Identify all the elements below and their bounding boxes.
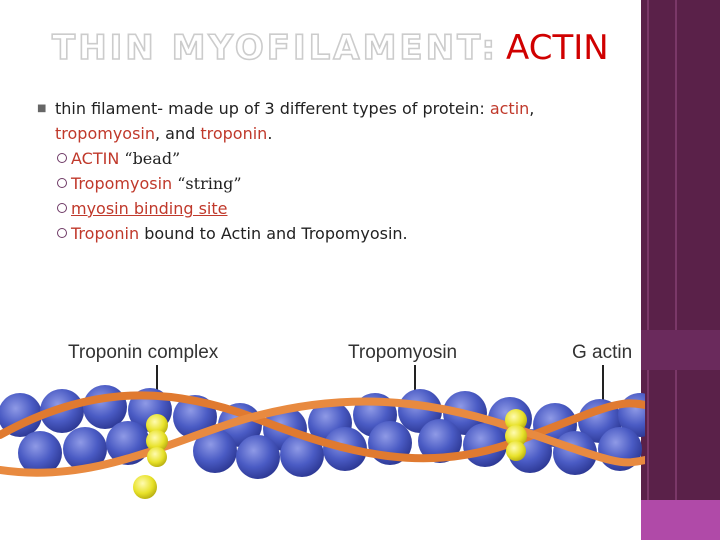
sub-bullet-list: ACTIN “bead” Tropomyosin “string” myosin… [40, 146, 630, 246]
list-item: Tropomyosin “string” [57, 171, 630, 196]
intro-sep2: , and [155, 124, 201, 143]
ring-bullet-icon [57, 178, 67, 188]
intro-sep1: , [529, 99, 535, 118]
intro-term-troponin: troponin [200, 124, 268, 143]
troponin-complex-1 [133, 414, 168, 499]
intro-prefix: thin filament- made up of 3 different ty… [55, 99, 490, 118]
label-g-actin: G actin [572, 342, 632, 363]
item-desc: bound to Actin and Tropomyosin. [139, 224, 408, 243]
list-item: myosin binding site [57, 196, 630, 221]
slide-title: THIN MYOFILAMENT:ACTIN [51, 27, 609, 72]
ring-bullet-icon [57, 203, 67, 213]
intro-bullet: ■ thin filament- made up of 3 different … [37, 96, 630, 146]
item-desc: “string” [172, 174, 242, 193]
item-term: ACTIN [71, 149, 120, 168]
slide-body: ■ thin filament- made up of 3 different … [37, 96, 630, 246]
intro-term-actin: actin [489, 99, 530, 118]
label-tropomyosin: Tropomyosin [348, 342, 457, 363]
list-item: ACTIN “bead” [57, 146, 630, 171]
ring-bullet-icon [57, 228, 67, 238]
item-desc: “bead” [119, 149, 181, 168]
item-term: Tropomyosin [71, 174, 173, 193]
title-highlight-text: ACTIN [506, 28, 609, 68]
intro-end: . [267, 124, 273, 143]
item-term: myosin binding site [71, 199, 228, 218]
list-item: Troponin bound to Actin and Tropomyosin. [57, 221, 630, 246]
decorative-side-bar [641, 0, 720, 540]
tropomyosin-strand-1 [0, 391, 645, 463]
item-term: Troponin [71, 224, 140, 243]
intro-term-tropomyosin: tropomyosin [55, 124, 155, 143]
troponin-complex-2 [505, 409, 527, 461]
bullet-dot-icon: ■ [37, 103, 47, 114]
thin-filament-diagram: Troponin complex Tropomyosin G actin [0, 342, 645, 499]
title-outline-text: THIN MYOFILAMENT: [51, 27, 499, 69]
label-troponin-complex: Troponin complex [68, 342, 219, 363]
tropomyosin-strand-2 [0, 397, 645, 477]
ring-bullet-icon [57, 153, 67, 163]
